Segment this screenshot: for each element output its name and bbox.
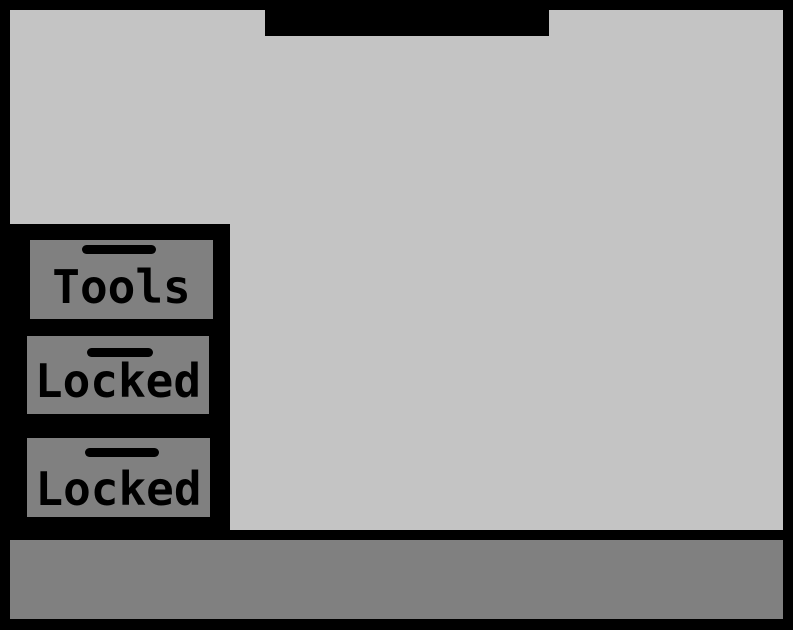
drawer-handle-icon — [82, 245, 156, 254]
drawer-cabinet: Tools Locked Locked — [10, 224, 230, 534]
drawer-tools[interactable]: Tools — [30, 240, 213, 319]
inventory-bar[interactable] — [10, 540, 783, 619]
drawer-label: Locked — [35, 462, 202, 516]
drawer-handle-icon — [87, 348, 153, 357]
ceiling-vent — [265, 10, 549, 36]
drawer-handle-icon — [85, 448, 159, 457]
drawer-label: Tools — [52, 260, 191, 314]
drawer-locked-2[interactable]: Locked — [27, 438, 210, 517]
drawer-label: Locked — [34, 354, 202, 408]
drawer-locked-1[interactable]: Locked — [27, 336, 209, 414]
